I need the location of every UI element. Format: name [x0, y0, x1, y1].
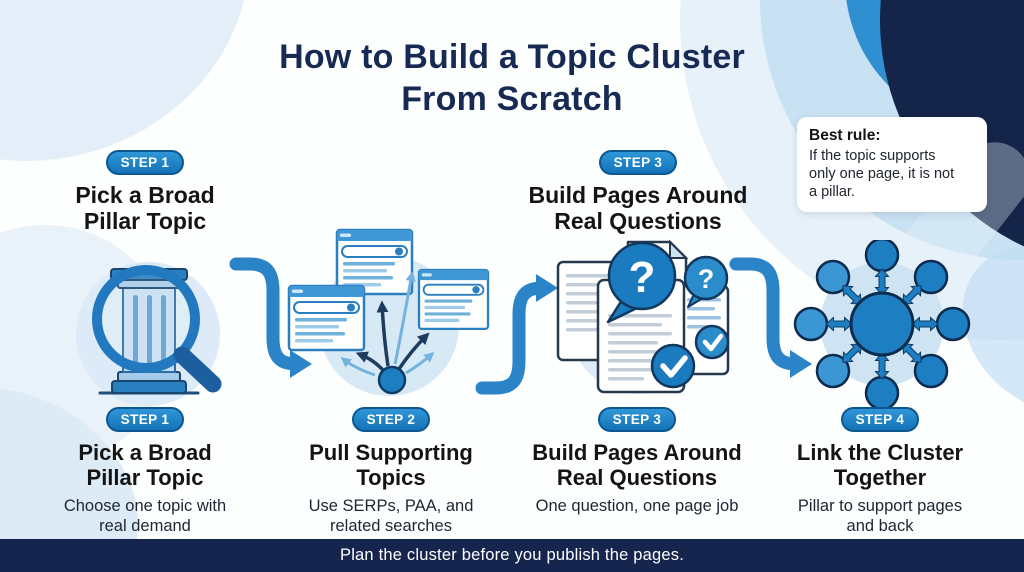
step-2-heading: Pull Supporting Topics	[276, 440, 506, 491]
footer-text: Plan the cluster before you publish the …	[339, 546, 684, 564]
question-mark-glyph: ?	[698, 264, 715, 294]
heading-line: Pick a Broad	[75, 182, 215, 208]
best-rule-callout: Best rule: If the topic supports only on…	[797, 117, 987, 212]
page-title: How to Build a Topic Cluster From Scratc…	[0, 36, 1024, 120]
callout-line: If the topic supports	[809, 148, 936, 164]
step-4-block: STEP 4 Link the Cluster Together Pillar …	[765, 407, 995, 536]
footer-bar: Plan the cluster before you publish the …	[0, 539, 1024, 572]
subtext-line: Pillar to support pages	[797, 496, 963, 515]
step-3-badge: STEP 3	[597, 407, 677, 432]
question-mark-glyph: ?	[629, 253, 656, 302]
pillar-magnifier-icon	[76, 262, 222, 406]
step-3-header-heading: Build Pages Around Real Questions	[522, 182, 754, 234]
subtext-line: Use SERPs, PAA, and	[308, 496, 474, 515]
step-1-badge: STEP 1	[105, 407, 185, 432]
step-4-badge: STEP 4	[840, 407, 920, 432]
subtext-line: and back	[846, 516, 914, 535]
heading-line: Build Pages Around	[528, 182, 748, 208]
arrow-step2-to-step3-icon	[475, 274, 558, 395]
step-1-header-badge: STEP 1	[105, 150, 185, 175]
callout-title: Best rule:	[809, 127, 881, 144]
subtext-line: related searches	[330, 516, 452, 535]
step-2-block: STEP 2 Pull Supporting Topics Use SERPs,…	[276, 407, 506, 536]
step-3-subtext: One question, one page job	[512, 496, 762, 516]
arrow-step3-to-step4-icon	[729, 257, 812, 378]
step-1-block: STEP 1 Pick a Broad Pillar Topic Choose …	[30, 407, 260, 536]
header-step-3: STEP 3 Build Pages Around Real Questions	[522, 150, 754, 234]
subtext-line: real demand	[99, 516, 191, 535]
title-line-2: From Scratch	[401, 80, 623, 119]
heading-line: Real Questions	[554, 208, 722, 235]
subtext-line: One question, one page job	[535, 496, 739, 515]
subtext-line: Choose one topic with	[63, 496, 227, 515]
heading-line: Pull Supporting	[309, 440, 473, 465]
question-pages-icon: ? ?	[556, 239, 730, 394]
callout-line: only one page, it is not	[809, 165, 955, 182]
step-4-heading: Link the Cluster Together	[765, 440, 995, 491]
heading-line: Together	[833, 465, 927, 491]
step-1-header-heading: Pick a Broad Pillar Topic	[30, 182, 260, 234]
step-3-block: STEP 3 Build Pages Around Real Questions…	[512, 407, 762, 516]
cluster-link-icon	[793, 240, 971, 410]
step-4-subtext: Pillar to support pages and back	[765, 496, 995, 536]
arrow-step1-to-step2-icon	[229, 257, 312, 378]
step-2-badge: STEP 2	[351, 407, 431, 432]
step-3-header-badge: STEP 3	[598, 150, 678, 175]
heading-line: Pick a Broad	[78, 440, 212, 465]
heading-line: Real Questions	[556, 465, 718, 491]
step-1-heading: Pick a Broad Pillar Topic	[30, 440, 260, 491]
step-1-subtext: Choose one topic with real demand	[30, 496, 260, 536]
step-3-heading: Build Pages Around Real Questions	[512, 440, 762, 491]
heading-line: Topics	[356, 465, 426, 491]
heading-line: Pillar Topic	[86, 465, 204, 491]
heading-line: Pillar Topic	[83, 208, 207, 235]
title-line-1: How to Build a Topic Cluster	[279, 38, 745, 76]
callout-body: If the topic supports only one page, it …	[809, 148, 975, 202]
header-step-1: STEP 1 Pick a Broad Pillar Topic	[30, 150, 260, 234]
heading-line: Link the Cluster	[796, 440, 964, 465]
heading-line: Build Pages Around	[532, 440, 742, 465]
step-2-subtext: Use SERPs, PAA, and related searches	[276, 496, 506, 536]
serp-windows-icon	[287, 228, 490, 396]
callout-line: a pillar.	[809, 183, 855, 200]
